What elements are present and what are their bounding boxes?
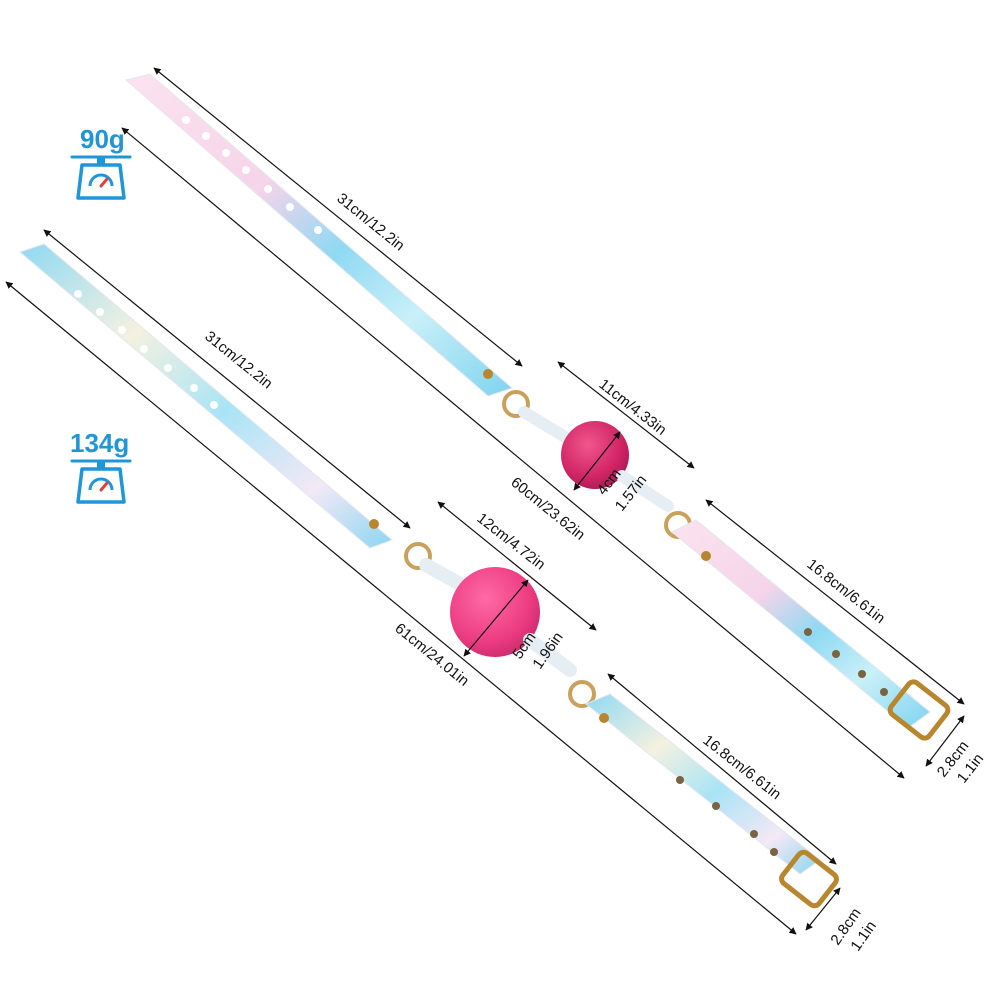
top-short-strap [671, 519, 951, 741]
top-total-length-label: 60cm/23.62in [507, 474, 588, 544]
bottom-ring-to-strap-label: 12cm/4.72in [474, 510, 549, 574]
bottom-short-strap [585, 693, 839, 909]
bottom-ball-assembly [404, 542, 596, 708]
bottom-long-strap [18, 243, 393, 549]
top-ball-assembly [502, 390, 692, 539]
top-short-strap-label: 16.8cm/6.61in [804, 556, 889, 627]
bottom-dimension-lines [5, 229, 841, 935]
bottom-long-strap-label: 31cm/12.2in [201, 328, 275, 393]
weight-label-top: 90g [80, 124, 125, 154]
top-long-strap [124, 73, 513, 397]
